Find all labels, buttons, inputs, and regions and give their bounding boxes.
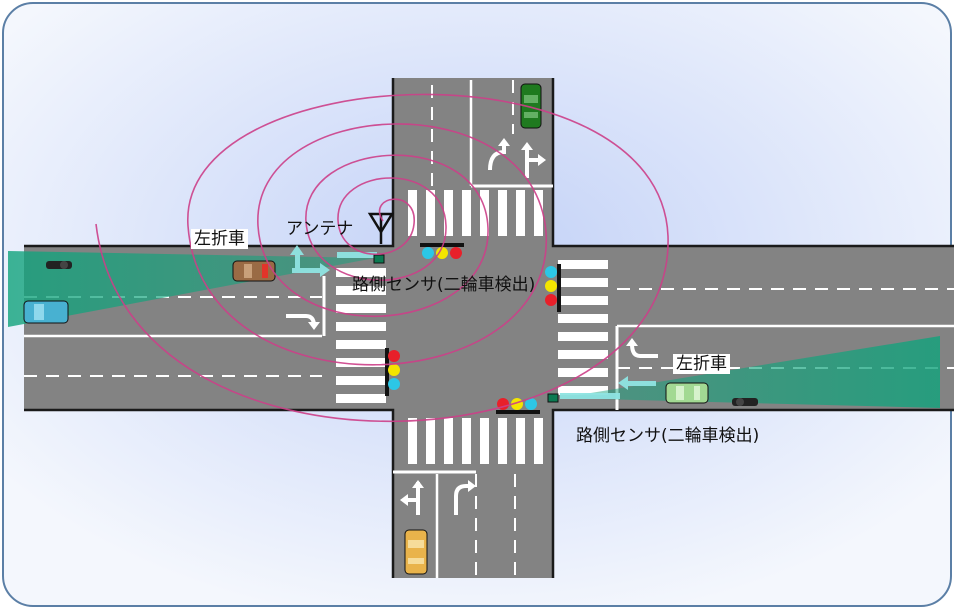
label-left-turn-car-west: 左折車 bbox=[191, 229, 248, 249]
car-icon-yellow bbox=[404, 529, 428, 575]
left-turn-arrows bbox=[290, 245, 656, 399]
label-antenna: アンテナ bbox=[286, 219, 354, 239]
crosswalk-south bbox=[408, 418, 543, 464]
roadside-sensor-icon bbox=[373, 254, 385, 264]
sensor-zone-west bbox=[8, 251, 375, 327]
label-roadside-sensor-north: 路側センサ(二輪車検出) bbox=[352, 275, 536, 295]
label-left-turn-car-east: 左折車 bbox=[673, 354, 730, 374]
label-roadside-sensor-south: 路側センサ(二輪車検出) bbox=[576, 426, 760, 446]
crosswalk-east bbox=[558, 260, 608, 395]
car-icon-blue bbox=[23, 300, 69, 324]
sensor-zone-east bbox=[560, 336, 940, 408]
crosswalk-west bbox=[336, 268, 386, 403]
car-icon bbox=[520, 83, 542, 129]
car-icon-left-turn-east bbox=[665, 382, 709, 404]
motorcycle-icon bbox=[46, 261, 758, 406]
roadside-sensor-icon bbox=[547, 393, 559, 403]
traffic-signal-icon bbox=[385, 243, 561, 414]
radio-wave-spiral bbox=[95, 93, 669, 423]
lane-arrow-icon bbox=[286, 138, 658, 515]
road-edge-lines bbox=[24, 78, 954, 578]
car-icon-left-turn-west bbox=[232, 260, 276, 282]
